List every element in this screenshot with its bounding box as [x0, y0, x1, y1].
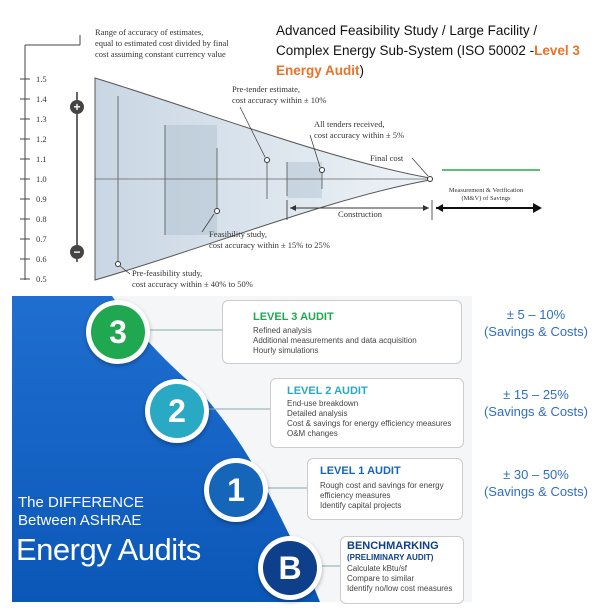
- y-tick-label: 0.9: [36, 194, 47, 204]
- heading-text: Advanced Feasibility Study / Large Facil…: [276, 21, 606, 81]
- minus-icon: [70, 245, 84, 259]
- pretender-label-2: cost accuracy within ± 10%: [232, 95, 326, 105]
- y-tick-label: 1.3: [36, 114, 47, 124]
- accuracy-level2: ± 15 – 25% (Savings & Costs): [483, 387, 589, 419]
- benchmarking-badge: B: [258, 536, 322, 600]
- mv-label-2: (M&V) of Savings: [461, 195, 511, 202]
- y-tick-label: 0.7: [36, 234, 47, 244]
- svg-text:+: +: [73, 100, 80, 114]
- benchmarking-card: BENCHMARKING (PRELIMINARY AUDIT) Calcula…: [340, 536, 464, 604]
- y-tick-label: 0.5: [36, 274, 47, 284]
- mv-label-1: Measurement & Verification: [449, 187, 524, 194]
- cost-accuracy-cone-panel: 1.5 1.4 1.3 1.2 1.1 1.0 0.9 0.8 0.7 0.6 0.5 + − Ra…: [0, 0, 608, 296]
- heading-line-1: Advanced Feasibility Study / Large Facil…: [276, 23, 538, 38]
- range-note-3: cost assuming constant currency value: [95, 49, 226, 59]
- construction-label: Construction: [338, 209, 383, 219]
- y-tick-label: 1.5: [36, 74, 47, 84]
- ashrae-title-large: Energy Audits: [16, 532, 201, 567]
- level1-badge: 1: [204, 458, 268, 522]
- y-tick-label: 1.0: [36, 174, 47, 184]
- tenders-label-2: cost accuracy within ± 5%: [314, 130, 404, 140]
- feasibility-label-2: cost accuracy within ± 15% to 25%: [209, 240, 330, 250]
- prefeasibility-label-2: cost accuracy within ± 40% to 50%: [132, 279, 253, 289]
- tenders-label-1: All tenders received,: [314, 119, 385, 129]
- feasibility-band: [165, 125, 217, 235]
- heading-line-3-suffix: ): [359, 63, 365, 78]
- heading-energy-audit: Energy Audit: [276, 63, 360, 78]
- blue-wedge: [12, 296, 320, 602]
- prefeasibility-label-1: Pre-feasibility study,: [132, 268, 202, 278]
- y-axis-ticks: 1.5 1.4 1.3 1.2 1.1 1.0 0.9 0.8 0.7 0.6 0.5: [20, 74, 47, 284]
- plus-icon: [70, 100, 84, 114]
- ashrae-title-small: The DIFFERENCE Between ASHRAE: [18, 494, 144, 529]
- svg-text:−: −: [73, 245, 80, 259]
- heading-level3: Level 3: [534, 43, 580, 58]
- level3-badge: 3: [86, 300, 150, 364]
- pretender-label-1: Pre-tender estimate,: [232, 84, 300, 94]
- level1-card: LEVEL 1 AUDIT Rough cost and savings for…: [307, 458, 463, 520]
- y-tick-label: 1.2: [36, 134, 47, 144]
- level2-badge: 2: [145, 379, 209, 443]
- level3-card: LEVEL 3 AUDIT Refined analysis Additiona…: [222, 300, 462, 364]
- construction-band: [287, 162, 322, 198]
- level2-card: LEVEL 2 AUDIT End-use breakdown Detailed…: [270, 378, 464, 448]
- y-tick-label: 0.6: [36, 254, 47, 264]
- cone-diagram: 1.5 1.4 1.3 1.2 1.1 1.0 0.9 0.8 0.7 0.6 0.5 + − Ra…: [20, 27, 542, 289]
- y-tick-label: 1.1: [36, 154, 47, 164]
- y-tick-label: 1.4: [36, 94, 47, 104]
- range-note-2: equal to estimated cost divided by final: [95, 38, 229, 48]
- accuracy-level1: ± 30 – 50% (Savings & Costs): [483, 467, 589, 499]
- feasibility-label-1: Feasibility study,: [209, 229, 267, 239]
- heading-line-2: Complex Energy Sub-System (ISO 50002 -: [276, 43, 535, 58]
- final-cost-label: Final cost: [370, 153, 404, 163]
- accuracy-level3: ± 5 – 10% (Savings & Costs): [483, 307, 589, 339]
- ashrae-audit-panel: 3 2 1 B LEVEL 3 AUDIT Refined analysis A…: [0, 296, 608, 610]
- y-tick-label: 0.8: [36, 214, 47, 224]
- range-note-1: Range of accuracy of estimates,: [95, 27, 203, 37]
